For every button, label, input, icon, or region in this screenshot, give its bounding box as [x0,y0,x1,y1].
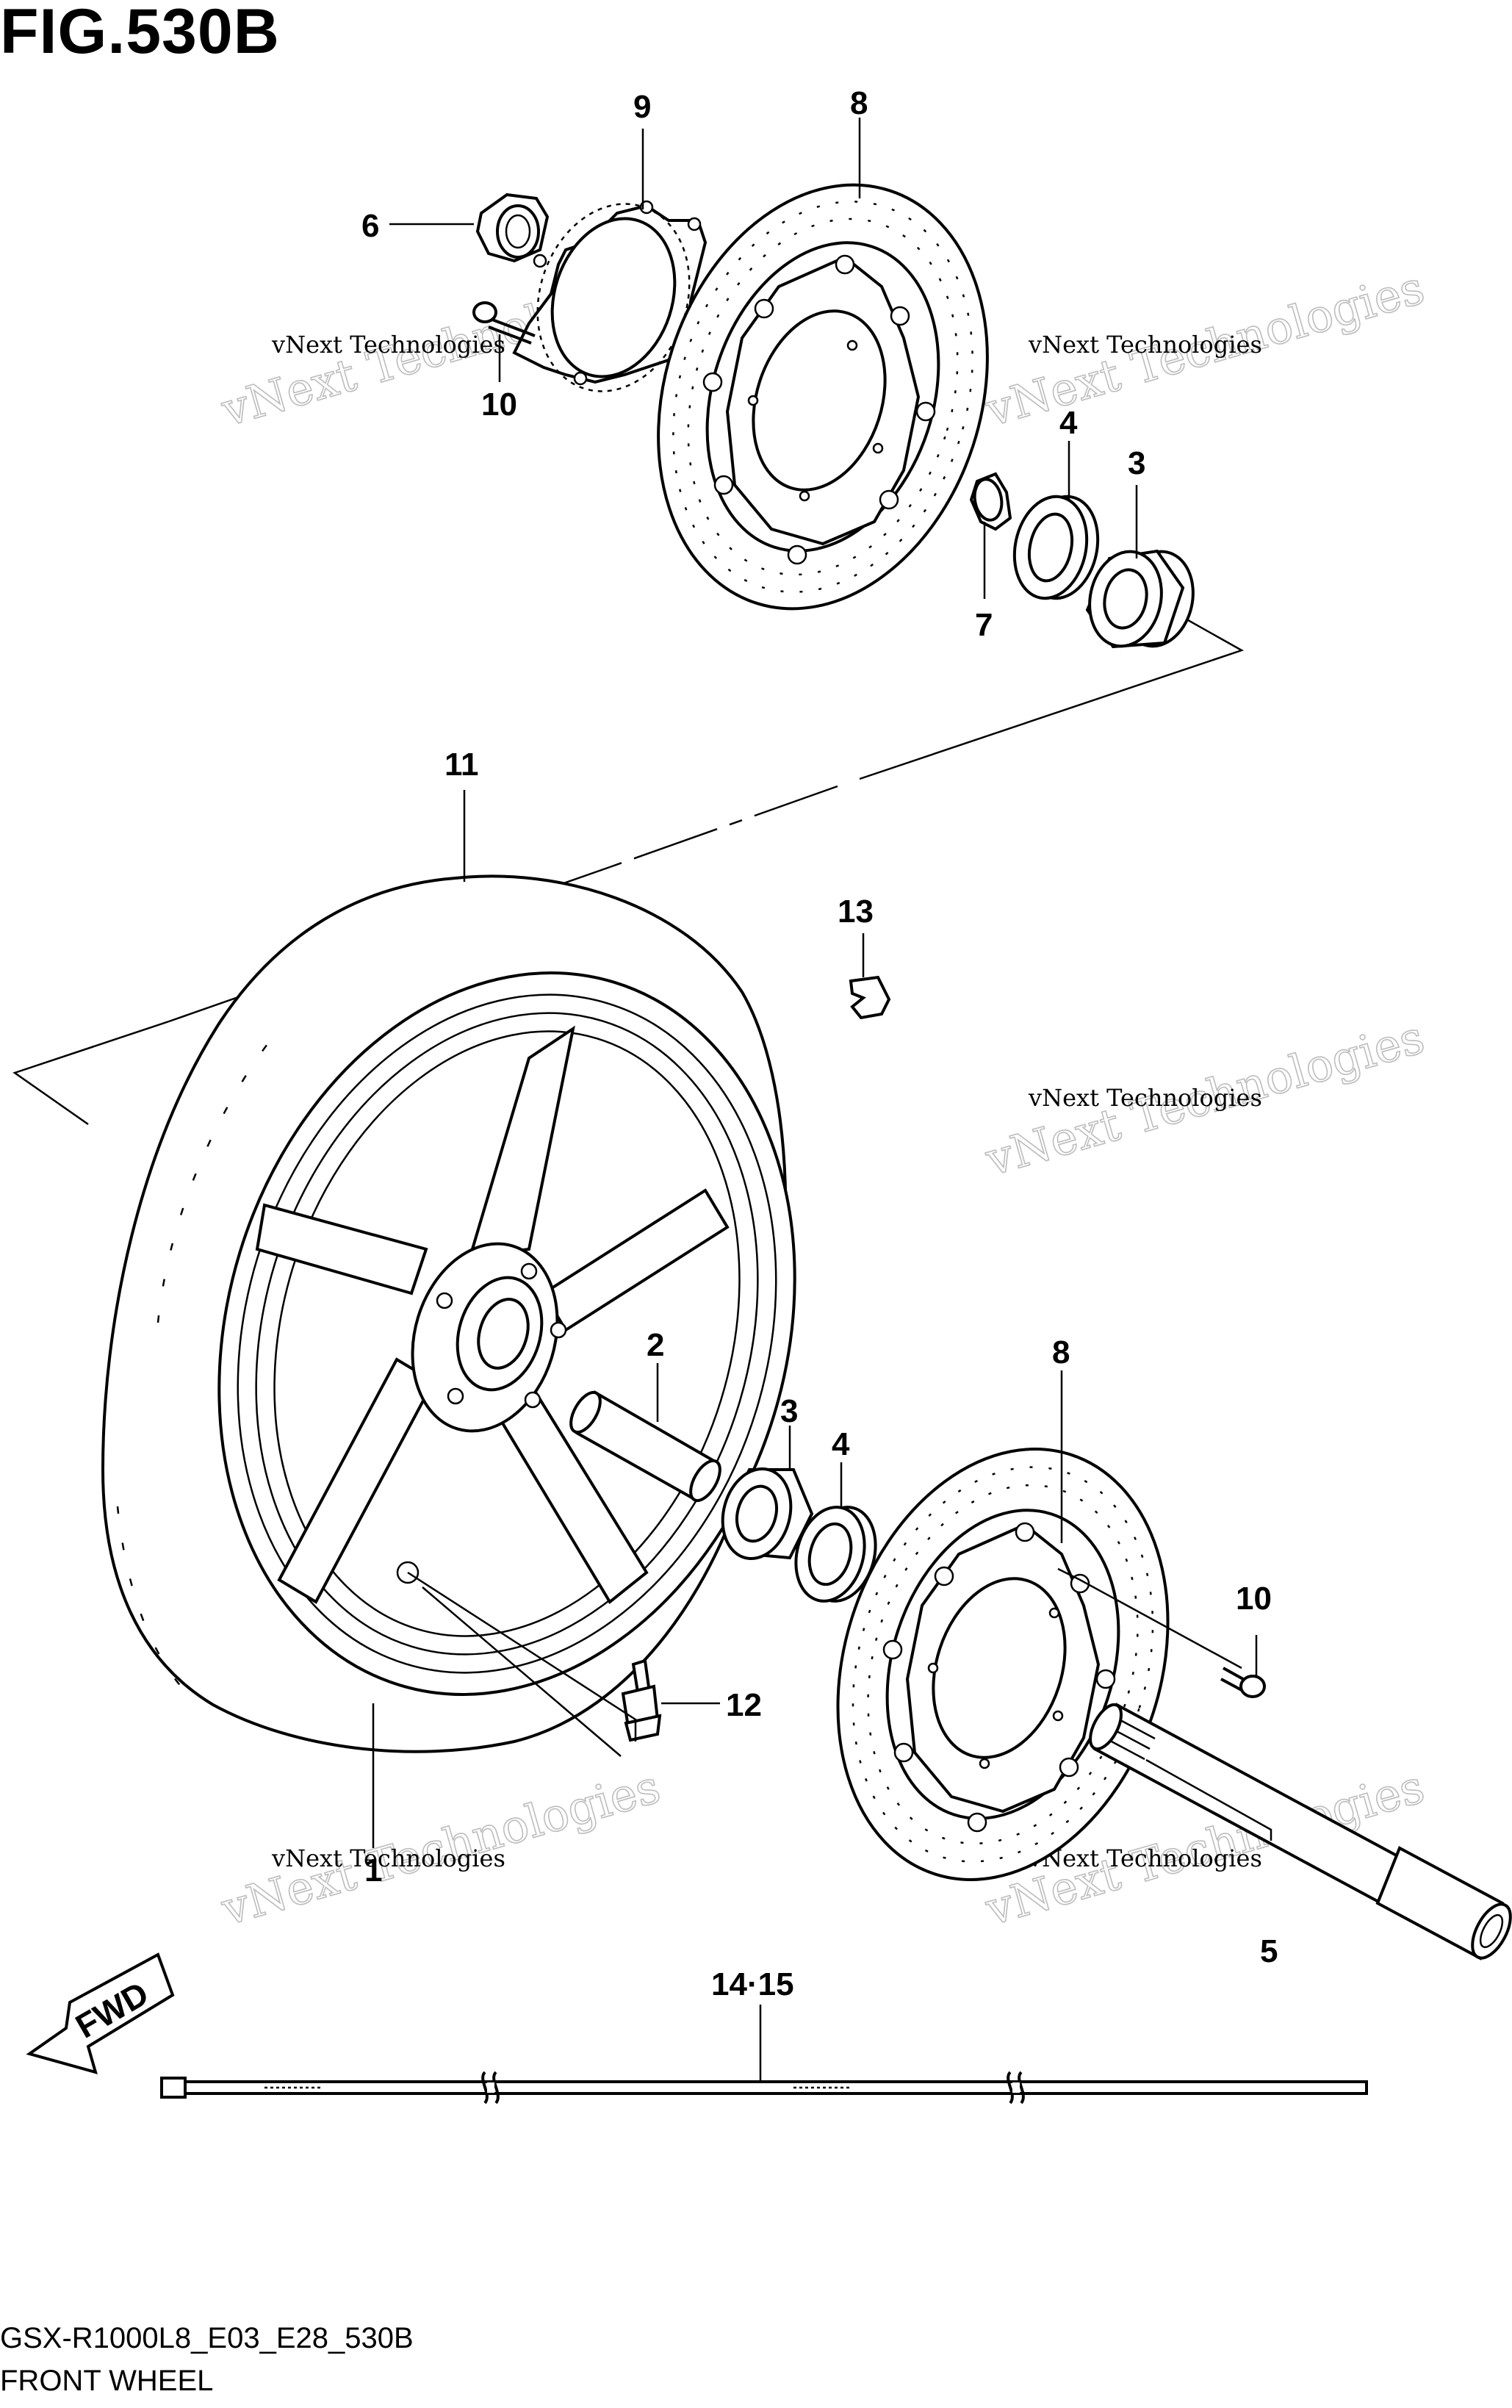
callout-14-15: 14·15 [711,1966,794,2002]
watermark-top-right: vNext Technologies vNext Technologies [979,260,1430,438]
balance-weight-clip-13 [849,975,891,1020]
abs-sensor-rotor [512,200,708,392]
callout-10-top: 10 [481,387,517,423]
callout-7: 7 [975,607,993,643]
cable-tie-14-15 [160,2071,1368,2105]
brake-disc-top [657,183,989,611]
callout-9: 9 [633,89,651,125]
bolt-part-10-top [472,301,536,345]
diagram-code: GSX-R1000L8_E03_E28_530B [0,2322,414,2354]
watermark-small-text: vNext Technologies [1028,1844,1262,1872]
front-axle-5 [1089,1703,1512,1960]
watermark-bottom-left: vNext Technologies vNext Technologies [215,1759,666,1937]
callout-labels: 6 9 8 10 4 3 7 11 13 2 3 4 8 10 12 1 5 1… [361,85,1278,2002]
callout-8-top: 8 [850,85,868,121]
figure-title: FIG.530B [0,0,280,67]
callout-8-bottom: 8 [1052,1334,1070,1370]
watermark-small-text: vNext Technologies [1028,331,1262,359]
callout-10-bottom: 10 [1236,1581,1272,1617]
callout-6: 6 [361,208,379,244]
spacer-part-7 [969,472,1012,531]
watermark-mid-right: vNext Technologies vNext Technologies [979,1010,1430,1187]
callout-3-top: 3 [1128,445,1145,481]
callout-5: 5 [1260,1933,1278,1969]
diagram-name: FRONT WHEEL [0,2365,214,2397]
oil-seal-top [1012,495,1100,600]
watermark-small-text: vNext Technologies [1028,1084,1262,1112]
callout-13: 13 [838,894,874,930]
callout-2: 2 [647,1327,664,1363]
callout-3-mid: 3 [780,1393,798,1429]
bearing-top [1085,549,1195,649]
callout-11: 11 [444,747,479,783]
callout-1: 1 [364,1852,382,1888]
front-wheel-tire [101,874,796,1753]
callout-4-top: 4 [1059,405,1078,441]
bolt-part-10-bottom [1220,1667,1266,1698]
fwd-direction-badge: FWD [26,1952,175,2074]
leader-lines [372,118,1272,2082]
callout-12: 12 [726,1687,762,1723]
watermark-small-text: vNext Technologies [271,1844,505,1872]
brake-disc-bottom [836,1448,1170,1881]
collar-part-6 [475,193,550,263]
spacer-tube-part-2 [569,1390,721,1503]
callout-4-mid: 4 [832,1426,850,1462]
oil-seal-mid [794,1506,877,1603]
watermark-small-text: vNext Technologies [271,331,505,359]
bearing-mid [721,1467,814,1561]
